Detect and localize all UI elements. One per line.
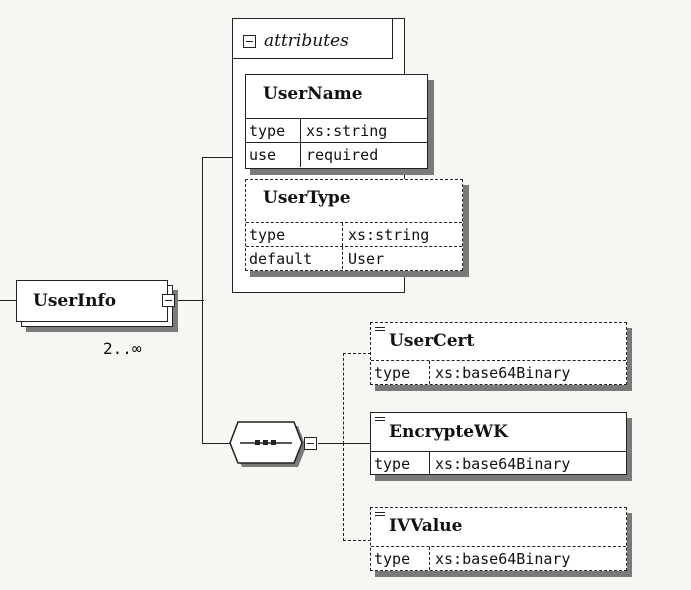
prop-key: type bbox=[249, 226, 286, 244]
collapse-attributes-icon[interactable] bbox=[243, 35, 256, 48]
connector-to-usercert bbox=[343, 353, 371, 354]
connector-sequence-branch-bottom bbox=[343, 443, 344, 541]
connector-to-attributes bbox=[202, 157, 234, 158]
prop-divider bbox=[429, 452, 430, 474]
connector-trunk bbox=[202, 157, 203, 444]
attributes-label: attributes bbox=[264, 31, 349, 51]
element-encryptewk-name: EncrypteWK bbox=[389, 422, 508, 442]
prop-value: User bbox=[348, 250, 385, 268]
prop-divider bbox=[300, 119, 301, 142]
root-element-userinfo[interactable]: UserInfo bbox=[16, 280, 168, 322]
connector-root-out bbox=[178, 300, 204, 301]
connector-left-stub bbox=[0, 300, 16, 301]
connector-to-sequence bbox=[202, 443, 232, 444]
attribute-usertype-row-default: default User bbox=[246, 246, 462, 269]
element-usercert-name: UserCert bbox=[389, 331, 475, 351]
prop-divider bbox=[342, 247, 343, 269]
documentation-icon bbox=[375, 417, 385, 426]
element-usercert[interactable]: UserCert type xs:base64Binary bbox=[370, 322, 627, 385]
prop-key: type bbox=[374, 455, 411, 473]
attribute-username-name: UserName bbox=[263, 84, 363, 104]
attribute-usertype-name: UserType bbox=[263, 188, 351, 208]
prop-key: type bbox=[249, 122, 286, 140]
attributes-header-rule bbox=[232, 58, 392, 59]
collapse-userinfo-icon[interactable] bbox=[162, 294, 175, 307]
prop-key: type bbox=[374, 364, 411, 382]
attribute-usertype[interactable]: UserType type xs:string default User bbox=[245, 179, 463, 271]
element-encryptewk-row-type: type xs:base64Binary bbox=[371, 451, 626, 474]
root-element-name: UserInfo bbox=[33, 291, 117, 311]
connector-to-ivvalue bbox=[343, 540, 371, 541]
attribute-username[interactable]: UserName type xs:string use required bbox=[245, 74, 428, 169]
prop-key: use bbox=[249, 146, 277, 164]
prop-divider bbox=[342, 223, 343, 246]
element-ivvalue-row-type: type xs:base64Binary bbox=[371, 546, 626, 570]
element-ivvalue[interactable]: IVValue type xs:base64Binary bbox=[370, 507, 627, 571]
root-cardinality: 2..∞ bbox=[103, 339, 142, 358]
documentation-icon bbox=[375, 512, 385, 521]
prop-key: default bbox=[249, 250, 313, 268]
attribute-usertype-row-type: type xs:string bbox=[246, 222, 462, 246]
connector-sequence-branch-top bbox=[343, 353, 344, 444]
prop-value: xs:base64Binary bbox=[435, 455, 571, 473]
prop-divider bbox=[429, 547, 430, 570]
prop-value: xs:base64Binary bbox=[435, 550, 571, 568]
connector-to-encryptewk bbox=[343, 443, 371, 444]
element-ivvalue-name: IVValue bbox=[389, 516, 463, 536]
attribute-username-row-type: type xs:string bbox=[246, 118, 427, 142]
prop-value: required bbox=[306, 146, 379, 164]
sequence-dot bbox=[271, 440, 276, 445]
sequence-dot bbox=[263, 440, 268, 445]
connector-sequence-out bbox=[318, 443, 344, 444]
prop-divider bbox=[429, 361, 430, 384]
element-encryptewk[interactable]: EncrypteWK type xs:base64Binary bbox=[370, 412, 627, 475]
sequence-compositor[interactable] bbox=[226, 421, 306, 467]
collapse-sequence-icon[interactable] bbox=[304, 437, 317, 450]
documentation-icon bbox=[375, 327, 385, 336]
attribute-username-row-use: use required bbox=[246, 142, 427, 167]
prop-divider bbox=[300, 143, 301, 167]
prop-value: xs:string bbox=[306, 122, 388, 140]
sequence-dot bbox=[255, 440, 260, 445]
element-usercert-row-type: type xs:base64Binary bbox=[371, 360, 626, 384]
prop-key: type bbox=[374, 550, 411, 568]
prop-value: xs:base64Binary bbox=[435, 364, 571, 382]
prop-value: xs:string bbox=[348, 226, 430, 244]
attributes-header-divider bbox=[392, 18, 393, 59]
